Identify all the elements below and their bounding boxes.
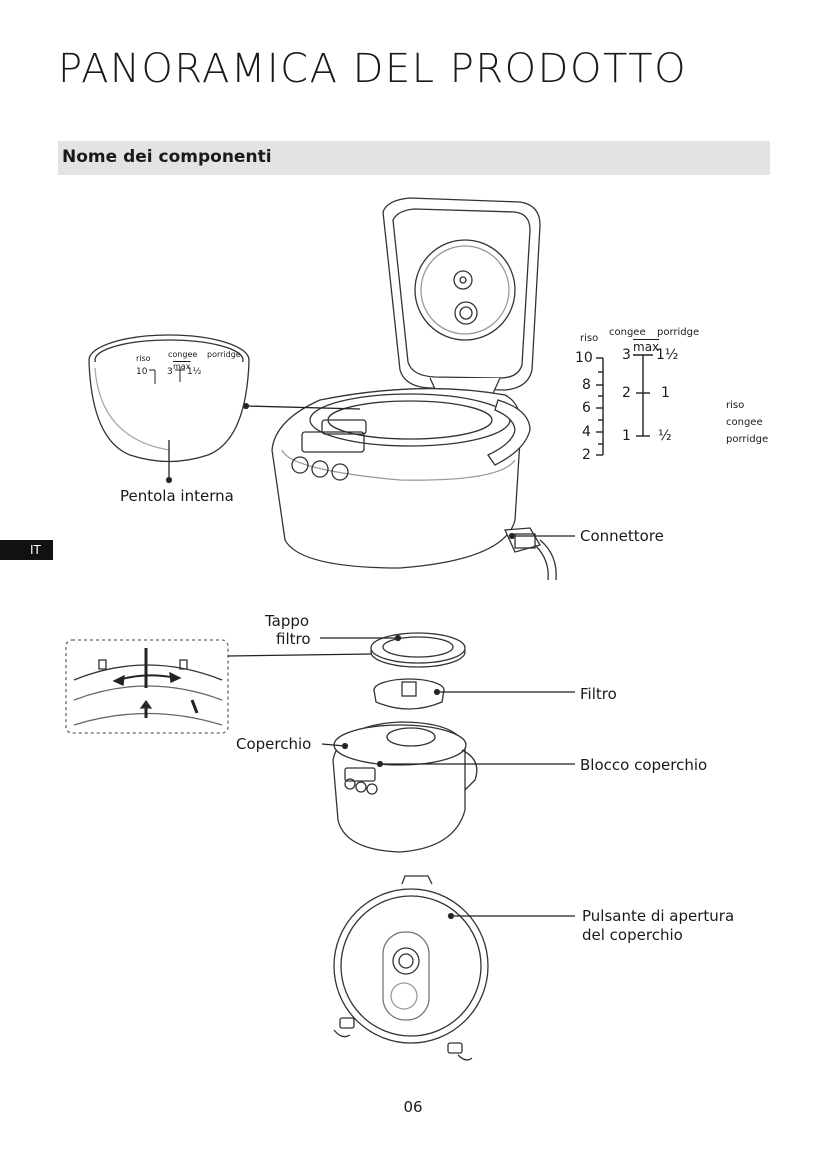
label-lid: Coperchio [236, 735, 312, 753]
pot-scale-lines [149, 367, 185, 384]
label-filter-cap-1: Tappo [265, 612, 310, 630]
pot-scale-riso: riso [136, 354, 151, 363]
rice-cooker-drawing [242, 197, 575, 581]
inner-pot-drawing [88, 334, 250, 484]
scale-legend-riso: riso [726, 400, 745, 411]
closed-cooker-drawing [321, 721, 575, 853]
filter-drawing [320, 632, 575, 710]
scale-porridge-1: 1 [661, 385, 670, 401]
pot-scale-one-half: 1½ [187, 367, 202, 377]
label-connector: Connettore [580, 527, 664, 545]
pot-scale-ten: 10 [136, 367, 148, 377]
lid-lock-inset [65, 639, 373, 734]
scale-legend-porridge: porridge [726, 434, 769, 445]
scale-congee-3: 3 [622, 347, 631, 363]
page-number: 06 [403, 1098, 423, 1116]
label-filter: Filtro [580, 685, 617, 703]
scale-legend-congee: congee [726, 417, 763, 428]
pot-scale-porridge: porridge [207, 350, 241, 359]
label-lid-lock: Blocco coperchio [580, 756, 708, 774]
lid-underside-drawing [333, 875, 575, 1061]
scale-riso-2: 2 [582, 447, 591, 463]
language-tab: IT [0, 540, 53, 560]
label-lid-release-1: Pulsante di apertura [582, 907, 735, 925]
scale-riso-8: 8 [582, 377, 591, 393]
scale-riso-4: 4 [582, 424, 591, 440]
scale-porridge-half: ½ [658, 428, 672, 444]
scale-header-porridge: porridge [657, 327, 700, 338]
scale-lines [596, 354, 653, 456]
label-inner-pot: Pentola interna [120, 487, 234, 505]
scale-riso-6: 6 [582, 400, 591, 416]
label-lid-release-2: del coperchio [582, 926, 683, 944]
label-filter-cap-2: filtro [276, 630, 311, 648]
pot-scale-max: max [173, 362, 191, 371]
scale-max: max [633, 340, 660, 354]
scale-riso-10: 10 [575, 350, 593, 366]
pot-scale-three: 3 [167, 367, 173, 377]
section-title: Nome dei componenti [62, 147, 272, 167]
pot-scale-congee: congee [168, 350, 198, 359]
scale-header-congee: congee [609, 327, 646, 338]
scale-congee-2: 2 [622, 385, 631, 401]
page-title: PANORAMICA DEL PRODOTTO [58, 46, 688, 92]
section-header: Nome dei componenti [58, 141, 770, 175]
scale-congee-1: 1 [622, 428, 631, 444]
scale-porridge-1-5: 1½ [656, 347, 679, 363]
scale-header-riso: riso [580, 333, 599, 344]
